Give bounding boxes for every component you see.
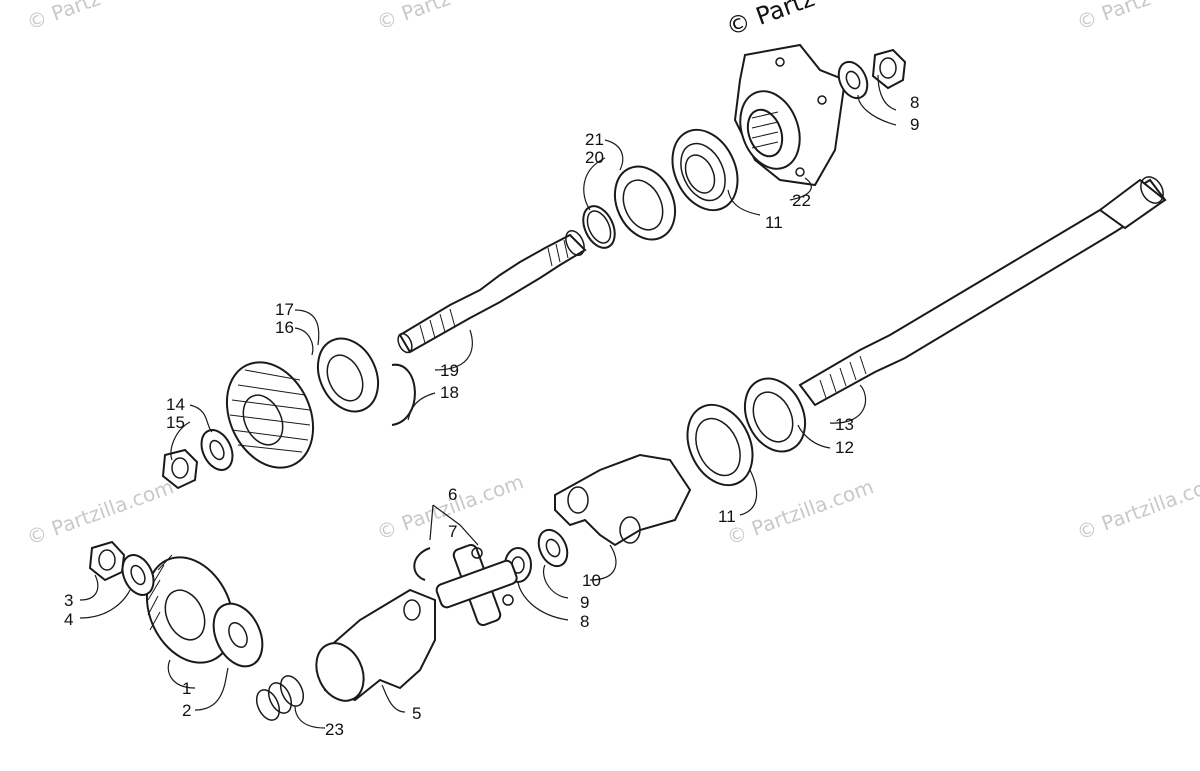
callout-22: 22 [792,191,811,210]
lower-washer-4-part [121,554,155,596]
leader-lines [79,74,897,729]
lower-washer-2-part [212,602,264,668]
lower-yoke-part [315,588,436,702]
callout-7: 7 [448,522,457,541]
lower-washer-part [537,528,569,568]
watermark-top-center: © Partz [722,0,818,42]
callout-21: 21 [585,130,604,149]
hub-flange-part [733,43,847,187]
lower-seal-part [743,377,807,453]
callout-19: 19 [440,361,459,380]
upper-axle-shaft-part [397,229,587,354]
callout-13: 13 [835,415,854,434]
callout-10: 10 [582,571,601,590]
callout-9-lower: 9 [580,593,589,612]
watermark-mid-left: © Partzilla.com [24,474,177,549]
lower-bearing-part [686,403,754,487]
callout-4: 4 [64,610,73,629]
circlip-part [391,363,416,426]
upper-bearing-part [671,128,739,212]
u-joint-clip-part [413,547,431,581]
collar-part [316,337,380,413]
callout-5: 5 [412,704,421,723]
callout-11-lower: 11 [718,507,736,526]
callout-labels: 8 9 22 11 21 20 17 16 19 18 14 15 13 12 … [64,93,919,739]
callout-15: 15 [166,413,185,432]
callout-6: 6 [448,485,457,504]
callout-17: 17 [275,300,294,319]
mid-washer-part [200,429,234,471]
callout-11-upper: 11 [765,213,783,232]
u-joint-cross-part [435,543,518,627]
lower-nut-3-part [88,540,126,582]
upper-snap-ring-part [582,205,616,249]
lower-bevel-gear-part [145,554,235,664]
upper-nut-part [871,48,907,90]
upper-seal-part [613,165,677,241]
callout-3: 3 [64,591,73,610]
spring-part [255,675,305,721]
callout-14: 14 [166,395,185,414]
callout-16: 16 [275,318,294,337]
callout-18: 18 [440,383,459,402]
callout-23: 23 [325,720,344,739]
watermark-top-right: © Partz [1074,0,1154,35]
long-drive-shaft-part [798,176,1167,407]
callout-8-lower: 8 [580,612,589,631]
callout-1: 1 [182,679,191,698]
yoke-part [554,453,692,547]
upper-washer-part [837,60,869,100]
callout-12: 12 [835,438,854,457]
callout-9-upper: 9 [910,115,919,134]
callout-8-upper: 8 [910,93,919,112]
callout-2: 2 [182,701,191,720]
watermark-top-mid: © Partz [374,0,454,35]
callout-20: 20 [585,148,604,167]
watermark-top-left: © Partz [24,0,104,35]
upper-bevel-gear-part [225,361,315,469]
watermark-mid-right: © Partzilla.com [1074,469,1200,544]
